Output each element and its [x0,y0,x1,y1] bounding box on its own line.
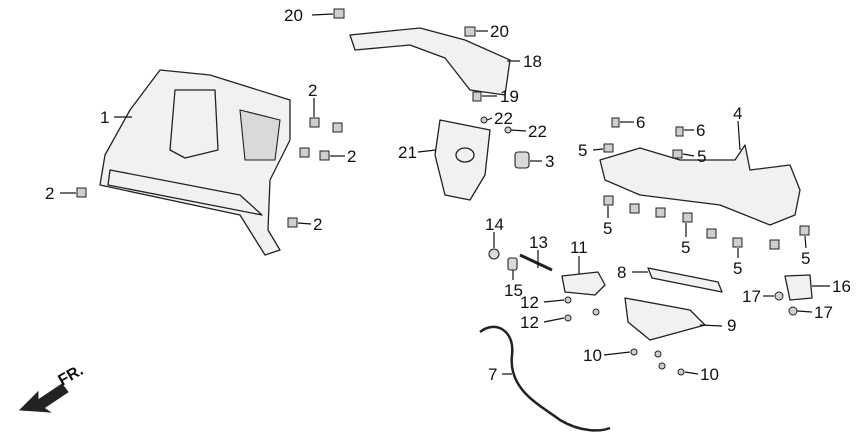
part-1-inner-panel [99,69,291,256]
callout-21: 21 [398,143,417,162]
callout-4: 4 [733,104,742,123]
callout-10: 10 [583,346,602,365]
callout-5: 5 [681,238,690,257]
callout-1: 1 [100,108,109,127]
part-7-cable [479,325,611,432]
part-9-bracket [624,297,706,341]
part-13-rod [519,253,553,272]
callout-5: 5 [801,249,810,268]
callout-labels: 20 20 18 19 22 22 21 3 1 2 2 2 2 6 6 4 5… [45,6,851,384]
fasteners [76,8,810,376]
callout-6: 6 [696,121,705,140]
part-15-bushing [507,257,518,271]
callout-20: 20 [284,6,303,25]
part-11-bracket [561,271,606,296]
callout-18: 18 [523,52,542,71]
callout-5: 5 [603,219,612,238]
part-21-duct [434,119,491,201]
part-4-tray [599,144,801,226]
callout-7: 7 [488,365,497,384]
callout-5: 5 [578,141,587,160]
callout-13: 13 [529,233,548,252]
part-14-grommet [488,248,500,260]
callout-10: 10 [700,365,719,384]
callout-19: 19 [500,87,519,106]
callout-5: 5 [697,147,706,166]
front-direction-indicator: FR. [18,362,86,413]
callout-12: 12 [520,293,539,312]
callout-2: 2 [45,184,54,203]
callout-12: 12 [520,313,539,332]
part-3-clip [514,151,530,169]
leader-lines [60,13,830,375]
callout-17: 17 [742,287,761,306]
part-16-latch [784,274,813,301]
callout-15: 15 [504,281,523,300]
part-18-cover [349,27,511,96]
callout-17: 17 [814,303,833,322]
callout-22: 22 [528,122,547,141]
callout-14: 14 [485,215,504,234]
callout-9: 9 [727,316,736,335]
callout-16: 16 [832,277,851,296]
callout-5: 5 [733,259,742,278]
callout-2: 2 [313,215,322,234]
callout-3: 3 [545,152,554,171]
callout-8: 8 [617,263,626,282]
callout-20: 20 [490,22,509,41]
callout-2: 2 [308,81,317,100]
front-arrow-icon [18,383,69,413]
callout-6: 6 [636,113,645,132]
callout-22: 22 [494,109,513,128]
callout-2: 2 [347,147,356,166]
callout-11: 11 [570,238,588,257]
part-8-bar [647,267,723,293]
